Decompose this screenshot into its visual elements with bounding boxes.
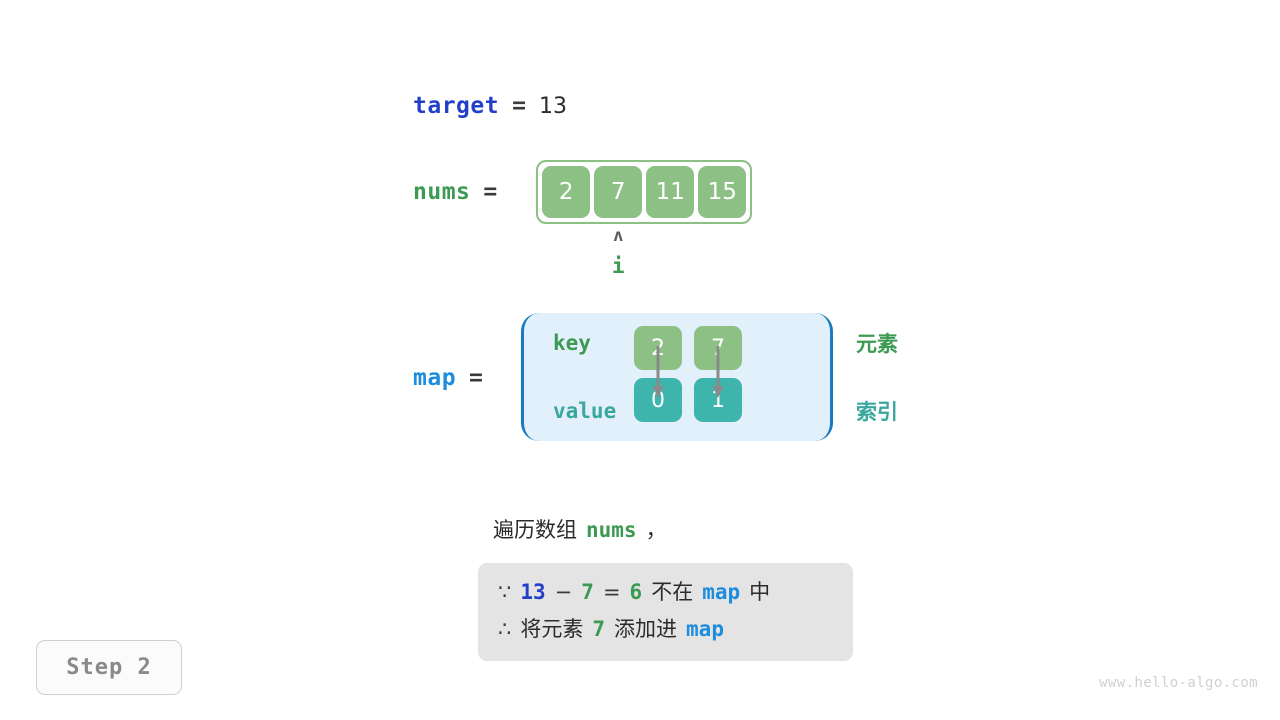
nums-cell: 7: [594, 166, 643, 218]
explanation-line-therefore: ∴ 将元素 7 添加进 map: [498, 611, 833, 648]
nums-cell: 2: [542, 166, 591, 218]
target-variable-label: target: [413, 93, 500, 119]
note-text-in-suffix: 中: [749, 580, 771, 604]
step-badge: Step 2: [36, 640, 182, 695]
nums-cell: 11: [646, 166, 695, 218]
note-operand-target: 13: [520, 580, 546, 604]
watermark: www.hello-algo.com: [1099, 675, 1258, 691]
note2-element-value: 7: [592, 616, 606, 641]
nums-variable-label: nums: [413, 179, 471, 205]
map-key-cell: 2: [634, 326, 682, 370]
nums-equals-sign: =: [483, 179, 498, 205]
map-key-row-label: key: [553, 331, 591, 355]
explanation-box: ∵ 13 − 7 = 6 不在 map 中 ∴ 将元素 7 添加进 map: [478, 563, 853, 661]
explanation-line-because: ∵ 13 − 7 = 6 不在 map 中: [498, 574, 833, 611]
map-row-labels: key value: [553, 313, 633, 441]
map-value-row-label: value: [553, 399, 617, 423]
nums-cell: 15: [698, 166, 747, 218]
target-row: target = 13: [413, 93, 567, 119]
note-equals-sign: =: [602, 580, 621, 604]
pointer-caret-icon: ʌ: [613, 226, 624, 246]
pointer-label: i: [611, 254, 625, 278]
map-value-cell: 1: [694, 378, 742, 422]
note-map-reference: map: [702, 580, 741, 604]
caption-prefix: 遍历数组: [493, 518, 577, 542]
caption-line: 遍历数组 nums ，: [493, 514, 667, 544]
nums-pointer: ʌ i: [592, 228, 644, 277]
therefore-symbol: ∴: [498, 616, 512, 641]
target-value: 13: [538, 94, 567, 119]
note2-text-mid: 添加进: [614, 616, 678, 641]
map-variable-label: map: [413, 365, 457, 391]
because-symbol: ∵: [498, 580, 512, 604]
caption-code: nums: [586, 518, 637, 542]
map-row: map =: [413, 365, 483, 391]
target-equals-sign: =: [512, 93, 526, 119]
side-label-indices: 索引: [856, 400, 898, 424]
map-side-labels: 元素 索引: [856, 313, 898, 441]
map-value-cell: 0: [634, 378, 682, 422]
note2-map-reference: map: [686, 616, 724, 641]
map-key-cell: 7: [694, 326, 742, 370]
map-equals-sign: =: [469, 365, 483, 391]
caption-suffix: ，: [645, 518, 667, 542]
note2-text-start: 将元素: [520, 616, 584, 641]
note-complement-value: 6: [629, 580, 643, 604]
note-operand-current: 7: [581, 580, 594, 604]
note-minus-sign: −: [554, 580, 573, 604]
side-label-elements: 元素: [856, 332, 898, 356]
note-text-not-in: 不在: [651, 580, 694, 604]
